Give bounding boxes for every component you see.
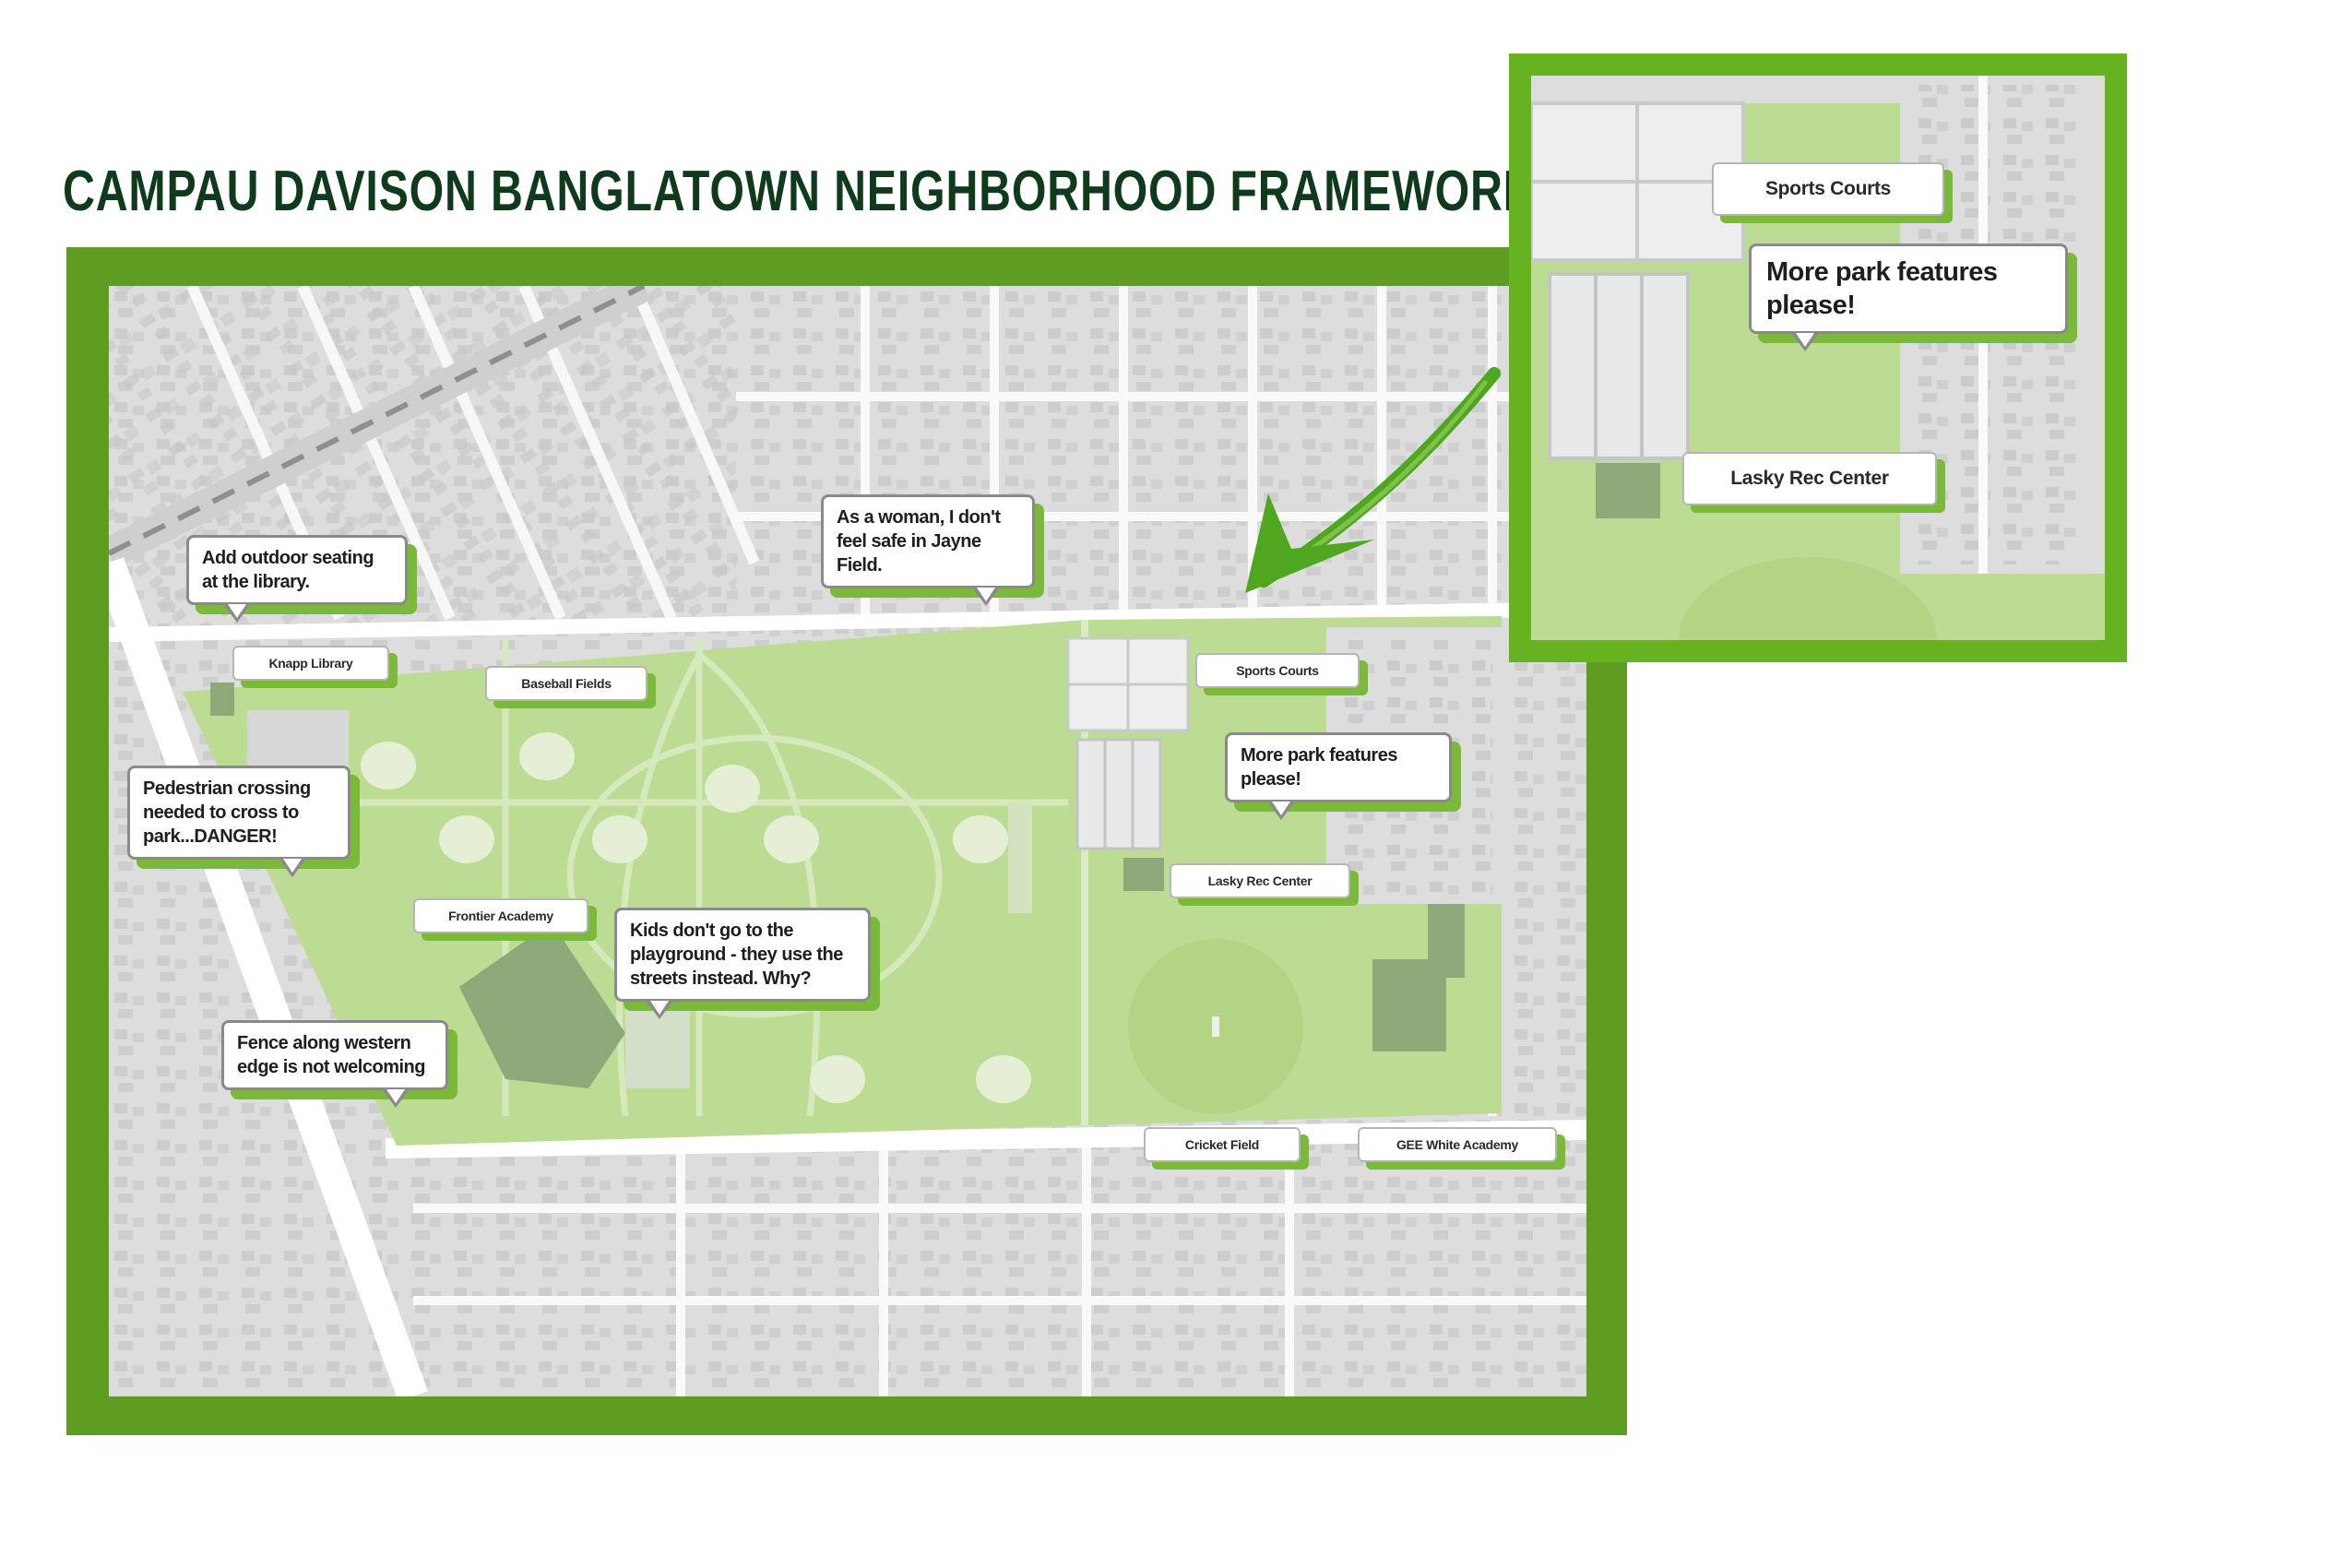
label-frontier-academy: Frontier Academy [413,898,588,933]
comment-pedestrian-crossing: Pedestrian crossing needed to cross to p… [127,766,350,877]
label-knapp-library: Knapp Library [232,646,389,681]
zoom-arrow [1245,367,1501,593]
page-title: Campau Davison Banglatown Neighborhood F… [63,160,1674,223]
rec-center-courts [1075,738,1162,850]
comment-jayne-field-safety: As a woman, I don't feel safe in Jayne F… [821,494,1035,606]
comment-western-fence: Fence along western edge is not welcomin… [221,1020,448,1108]
label-sports-courts: Sports Courts [1195,653,1360,688]
inset-rec-center-courts [1548,272,1690,460]
baseball-diamonds [361,732,1031,1103]
inset-label-lasky-rec-center: Lasky Rec Center [1682,452,1937,505]
label-cricket-field: Cricket Field [1144,1127,1301,1162]
inset-map-frame: Sports Courts Lasky Rec Center More park… [1509,53,2127,662]
label-lasky-rec-center: Lasky Rec Center [1170,863,1350,898]
north-street [109,601,1586,642]
inset-cricket-field [1679,557,1937,640]
label-baseball-fields: Baseball Fields [485,666,647,701]
inset-rec-center-building [1596,463,1660,518]
inset-label-sports-courts: Sports Courts [1712,162,1944,216]
comment-more-park-features: More park features please! [1225,732,1452,820]
inset-map[interactable] [1531,76,2105,640]
comment-playground: Kids don't go to the playground - they u… [614,908,871,1019]
railroad [109,286,646,556]
main-map-frame: Knapp Library Baseball Fields Sports Cou… [66,247,1627,1435]
comment-outdoor-seating: Add outdoor seating at the library. [186,535,408,623]
west-avenue [109,557,428,1396]
inset-comment-more-park-features: More park features please! [1749,244,2068,351]
label-gee-white-academy: GEE White Academy [1358,1127,1557,1162]
